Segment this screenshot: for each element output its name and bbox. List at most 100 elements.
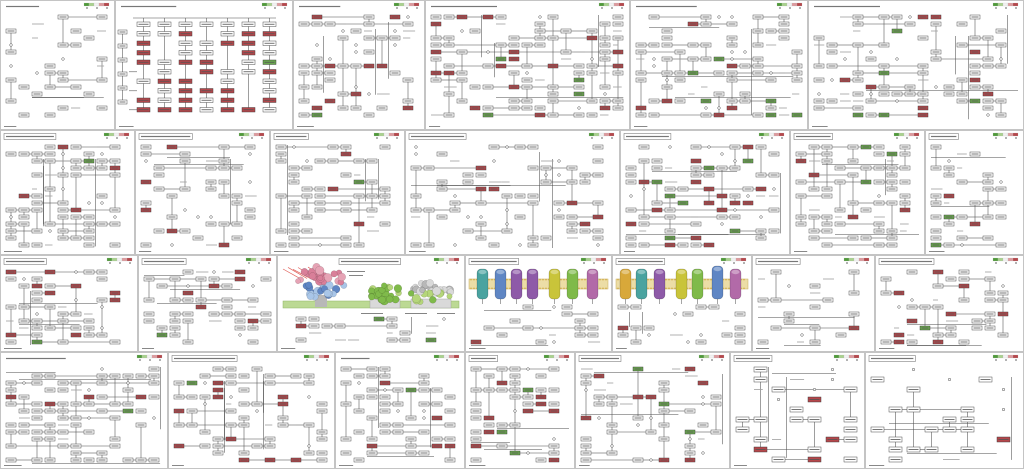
node-label-mark [329,146,337,148]
pathway-map [612,255,752,352]
compound-node [911,367,916,372]
node-label-mark [222,23,233,25]
legend-tick-mark [546,359,548,361]
color-legend [588,132,615,139]
panel-frame [465,255,612,352]
node-label-mark [420,403,428,405]
node-label-mark [984,107,992,109]
node-label-mark [608,431,616,433]
protein-highlight [550,269,559,275]
node-label-mark [984,58,992,60]
node-label-mark [59,72,67,74]
node-label-mark [175,424,183,426]
node-label-mark [85,237,93,239]
node-label-mark [171,320,179,322]
node-label-mark [432,37,440,39]
node-label-mark [264,71,275,73]
node-label-mark [445,93,453,95]
node-label-mark [867,114,875,116]
node-label-mark [890,459,901,460]
lipid-head [584,278,586,281]
node-label-mark [98,223,106,225]
node-label-mark [686,368,694,370]
compound-node [776,397,781,402]
protein-subunit [308,272,317,280]
node-label-mark [142,181,150,183]
node-label-mark [809,399,820,400]
node-label-mark [240,417,248,419]
node-label-mark [759,341,767,343]
node-label-mark [589,327,597,329]
node-label-mark [793,72,801,74]
node-label-mark [184,313,192,315]
map-title-mark [6,135,54,138]
node-label-mark [875,146,883,148]
node-label-mark [757,230,765,232]
node-label-mark [403,30,416,32]
compound-node [999,57,1003,61]
node-label-mark [326,72,334,74]
node-layer [140,144,257,248]
color-legend [373,132,400,139]
node-label-mark [387,332,393,334]
legend-swatch [763,132,770,137]
compound-node [817,92,821,96]
node-label-mark [159,61,170,63]
legend-swatch [903,132,910,137]
node-label-mark [111,299,119,301]
lipid-head [506,287,508,290]
node-label-mark [919,93,927,95]
node-label-mark [394,424,402,426]
node-label-mark [206,160,219,162]
node-label-mark [7,306,15,308]
compound-node [422,409,426,413]
lipid-head [704,287,706,290]
compound-node [61,166,65,170]
legend-swatch [1002,257,1009,262]
node-label-mark [7,396,15,398]
node-label-mark [811,306,819,308]
lipid-head [707,287,709,290]
node-label-mark [589,334,597,336]
lipid-head [674,278,676,281]
node-label-mark [85,403,93,405]
legend-swatch [558,354,565,359]
node-label-mark [731,195,739,197]
node-label-mark [971,72,979,74]
compound-node [649,416,653,420]
node-label-mark [836,223,844,225]
node-label-mark [316,202,324,204]
node-label-mark [582,417,590,419]
node-label-mark [823,188,831,190]
legend-swatch [146,354,153,359]
node-label-mark [381,202,389,204]
node-label-mark [266,375,274,377]
node-label-mark [679,188,687,190]
node-label-mark [809,419,820,420]
node-label-mark [919,72,927,74]
node-label-mark [503,230,511,232]
legend-tick-mark [1005,137,1007,139]
node-label-mark [705,202,713,204]
node-label-mark [264,90,275,92]
node-label-mark [744,146,752,148]
node-label-mark [581,368,593,370]
lipid-head [488,278,490,281]
node-label-mark [159,71,170,73]
node-label-mark [537,341,545,343]
node-label-mark [119,31,126,33]
color-legend [238,132,265,139]
node-label-mark [498,368,506,370]
node-label-mark [59,313,67,315]
node-label-mark [510,72,518,74]
node-label-mark [576,320,584,322]
node-label-mark [895,341,903,343]
node-label-mark [537,396,545,398]
node-label-mark [901,202,909,204]
node-label-mark [313,23,321,25]
legend-swatch [238,132,245,137]
node-label-mark [944,429,955,430]
node-label-mark [72,285,80,287]
node-label-mark [342,403,350,405]
membrane-protein [494,268,507,300]
